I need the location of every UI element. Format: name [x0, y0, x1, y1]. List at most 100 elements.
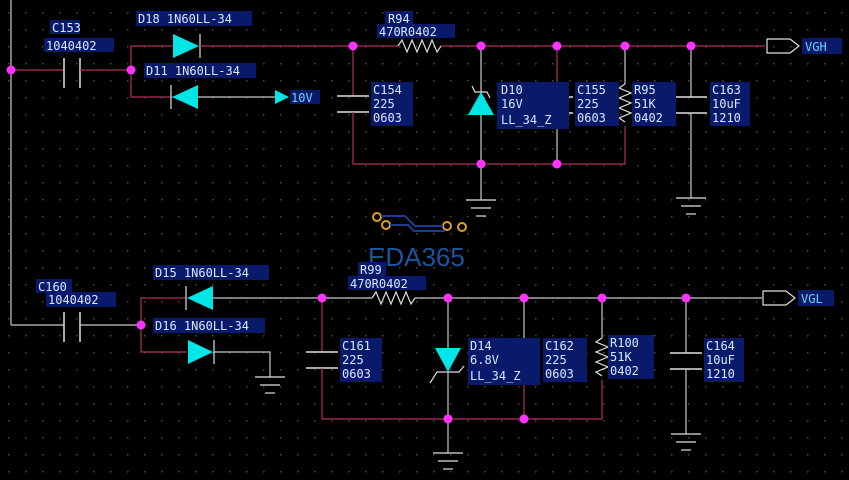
- grid-dot: [25, 318, 27, 320]
- grid-dot: [195, 199, 197, 201]
- grid-dot: [280, 437, 282, 439]
- grid-dot: [518, 233, 520, 235]
- grid-dot: [535, 386, 537, 388]
- diode-icon[interactable]: [173, 34, 199, 58]
- grid-dot: [841, 284, 843, 286]
- grid-dot: [569, 233, 571, 235]
- grid-dot: [127, 437, 129, 439]
- grid-dot: [722, 301, 724, 303]
- resistor-icon[interactable]: [617, 83, 633, 123]
- grid-dot: [25, 216, 27, 218]
- grid-dot: [161, 165, 163, 167]
- grid-dot: [263, 216, 265, 218]
- grid-dot: [535, 199, 537, 201]
- wire[interactable]: [140, 297, 186, 325]
- grid-dot: [348, 318, 350, 320]
- grid-dot: [280, 216, 282, 218]
- wire[interactable]: [321, 368, 603, 420]
- zener-diode-icon[interactable]: [435, 348, 461, 372]
- label-c164-fp: 1210: [706, 367, 735, 381]
- grid-dot: [25, 12, 27, 14]
- grid-dot: [467, 80, 469, 82]
- grid-dot: [110, 97, 112, 99]
- wire[interactable]: [214, 351, 271, 377]
- grid-dot: [484, 318, 486, 320]
- resistor-icon[interactable]: [371, 290, 416, 306]
- grid-dot: [535, 250, 537, 252]
- grid-dot: [637, 471, 639, 473]
- grid-dot: [654, 12, 656, 14]
- grid-dot: [671, 131, 673, 133]
- wire[interactable]: [130, 45, 173, 70]
- grid-dot: [586, 12, 588, 14]
- grid-dot: [110, 12, 112, 14]
- grid-dot: [297, 318, 299, 320]
- grid-dot: [637, 63, 639, 65]
- grid-dot: [637, 284, 639, 286]
- grid-dot: [59, 386, 61, 388]
- net-port-vgh[interactable]: [766, 38, 800, 54]
- grid-dot: [416, 301, 418, 303]
- grid-dot: [144, 80, 146, 82]
- diode-icon[interactable]: [187, 286, 213, 310]
- grid-dot: [501, 335, 503, 337]
- grid-dot: [756, 267, 758, 269]
- grid-dot: [841, 182, 843, 184]
- grid-dot: [314, 46, 316, 48]
- grid-dot: [722, 80, 724, 82]
- zener-diode-icon[interactable]: [468, 92, 494, 115]
- resistor-icon[interactable]: [594, 337, 610, 377]
- grid-dot: [195, 29, 197, 31]
- grid-dot: [246, 148, 248, 150]
- grid-dot: [110, 267, 112, 269]
- net-port-vgl[interactable]: [762, 290, 796, 306]
- port-arrow-icon[interactable]: [275, 90, 289, 104]
- grid-dot: [739, 131, 741, 133]
- grid-dot: [603, 250, 605, 252]
- label-c163-ref: C163: [712, 83, 741, 97]
- grid-dot: [144, 318, 146, 320]
- grid-dot: [552, 29, 554, 31]
- grid-dot: [161, 216, 163, 218]
- grid-dot: [212, 97, 214, 99]
- grid-dot: [756, 454, 758, 456]
- grid-dot: [280, 46, 282, 48]
- grid-dot: [603, 437, 605, 439]
- grid-dot: [756, 12, 758, 14]
- grid-dot: [535, 284, 537, 286]
- grid-dot: [722, 284, 724, 286]
- grid-dot: [229, 46, 231, 48]
- grid-dot: [739, 454, 741, 456]
- grid-dot: [654, 250, 656, 252]
- grid-dot: [331, 250, 333, 252]
- grid-dot: [620, 199, 622, 201]
- grid-dot: [161, 284, 163, 286]
- grid-dot: [399, 335, 401, 337]
- grid-dot: [348, 165, 350, 167]
- label-c153-val: 1040402: [46, 39, 97, 53]
- diode-icon[interactable]: [172, 85, 198, 109]
- grid-dot: [127, 318, 129, 320]
- grid-dot: [399, 318, 401, 320]
- grid-dot: [8, 148, 10, 150]
- grid-dot: [688, 80, 690, 82]
- wire[interactable]: [130, 70, 173, 98]
- grid-dot: [586, 267, 588, 269]
- grid-dot: [484, 284, 486, 286]
- diode-icon[interactable]: [188, 340, 213, 364]
- grid-dot: [365, 335, 367, 337]
- grid-dot: [161, 80, 163, 82]
- grid-dot: [229, 233, 231, 235]
- grid-dot: [144, 114, 146, 116]
- wire[interactable]: [352, 112, 626, 165]
- grid-dot: [297, 420, 299, 422]
- wire[interactable]: [140, 325, 187, 353]
- grid-dot: [688, 199, 690, 201]
- grid-dot: [552, 12, 554, 14]
- grid-dot: [433, 250, 435, 252]
- grid-dot: [433, 63, 435, 65]
- grid-dot: [705, 114, 707, 116]
- resistor-icon[interactable]: [397, 38, 442, 54]
- grid-dot: [297, 471, 299, 473]
